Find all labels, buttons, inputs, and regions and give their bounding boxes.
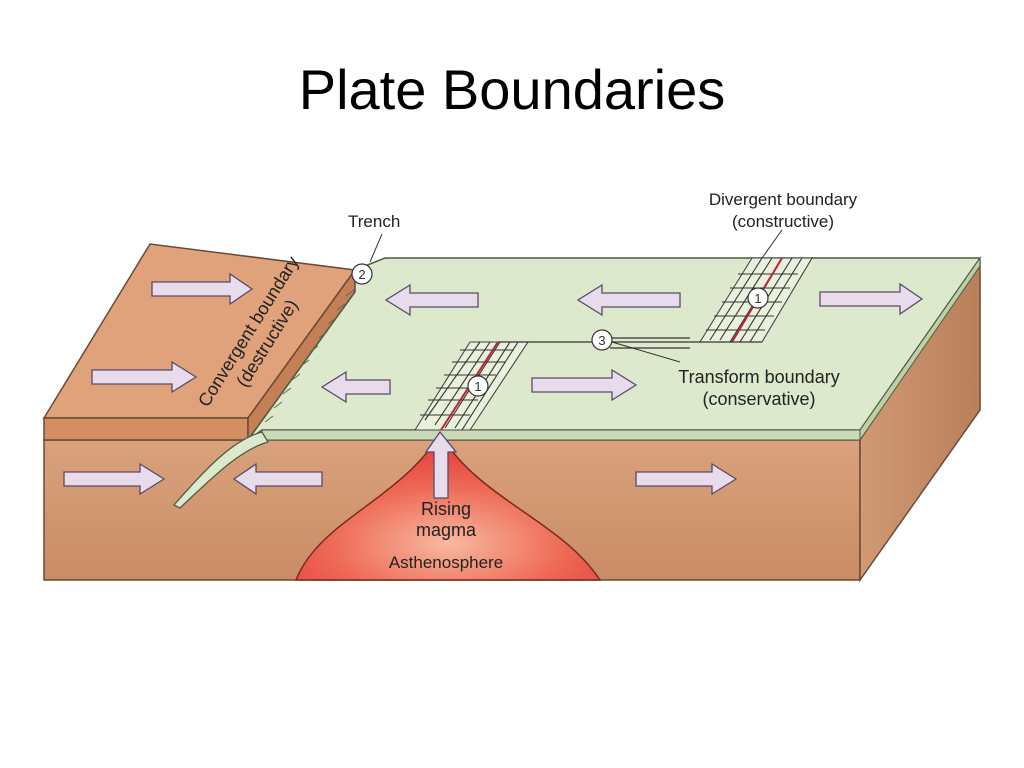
marker-convergent: 2 bbox=[351, 263, 373, 285]
arrow-rising-magma bbox=[424, 430, 458, 499]
svg-text:1: 1 bbox=[754, 291, 761, 306]
label-transform-1: Transform boundary bbox=[678, 367, 839, 387]
slide-title: Plate Boundaries bbox=[298, 58, 726, 121]
marker-divergent-front: 1 bbox=[467, 375, 489, 397]
label-divergent-1: Divergent boundary bbox=[709, 190, 858, 209]
marker-divergent-top: 1 bbox=[747, 287, 769, 309]
continental-plate-front bbox=[43, 417, 249, 441]
svg-text:1: 1 bbox=[474, 379, 481, 394]
plate-arrows bbox=[63, 272, 924, 499]
svg-text:2: 2 bbox=[358, 267, 365, 282]
svg-text:3: 3 bbox=[598, 333, 605, 348]
label-transform-2: (conservative) bbox=[702, 389, 815, 409]
oceanic-plate-top bbox=[247, 257, 982, 441]
arrow-ocean-left-mid bbox=[576, 283, 681, 317]
arrow-mantle-left-right bbox=[63, 462, 166, 496]
label-trench: Trench bbox=[348, 212, 400, 231]
arrow-ocean-right-top bbox=[819, 282, 924, 316]
label-asthenosphere: Asthenosphere bbox=[389, 553, 503, 572]
leader-lines bbox=[369, 229, 783, 363]
label-rising-2: magma bbox=[416, 520, 477, 540]
label-divergent-2: (constructive) bbox=[732, 212, 834, 231]
oceanic-plate-front-edge bbox=[261, 429, 861, 441]
oceanic-plate-side-edge bbox=[859, 256, 981, 442]
arrow-ocean-right-front bbox=[531, 368, 638, 402]
arrow-continent-front-right bbox=[91, 360, 198, 394]
arrow-ocean-left-front bbox=[320, 370, 391, 404]
label-rising-1: Rising bbox=[421, 499, 471, 519]
arrow-mantle-right-right bbox=[635, 462, 738, 496]
marker-transform: 3 bbox=[591, 329, 613, 351]
transform-fault bbox=[498, 337, 762, 349]
arrow-continent-top-right bbox=[151, 272, 254, 306]
arrow-ocean-left-top bbox=[384, 283, 479, 317]
subducting-slab bbox=[172, 431, 269, 509]
arrow-mantle-left-left bbox=[232, 462, 323, 496]
